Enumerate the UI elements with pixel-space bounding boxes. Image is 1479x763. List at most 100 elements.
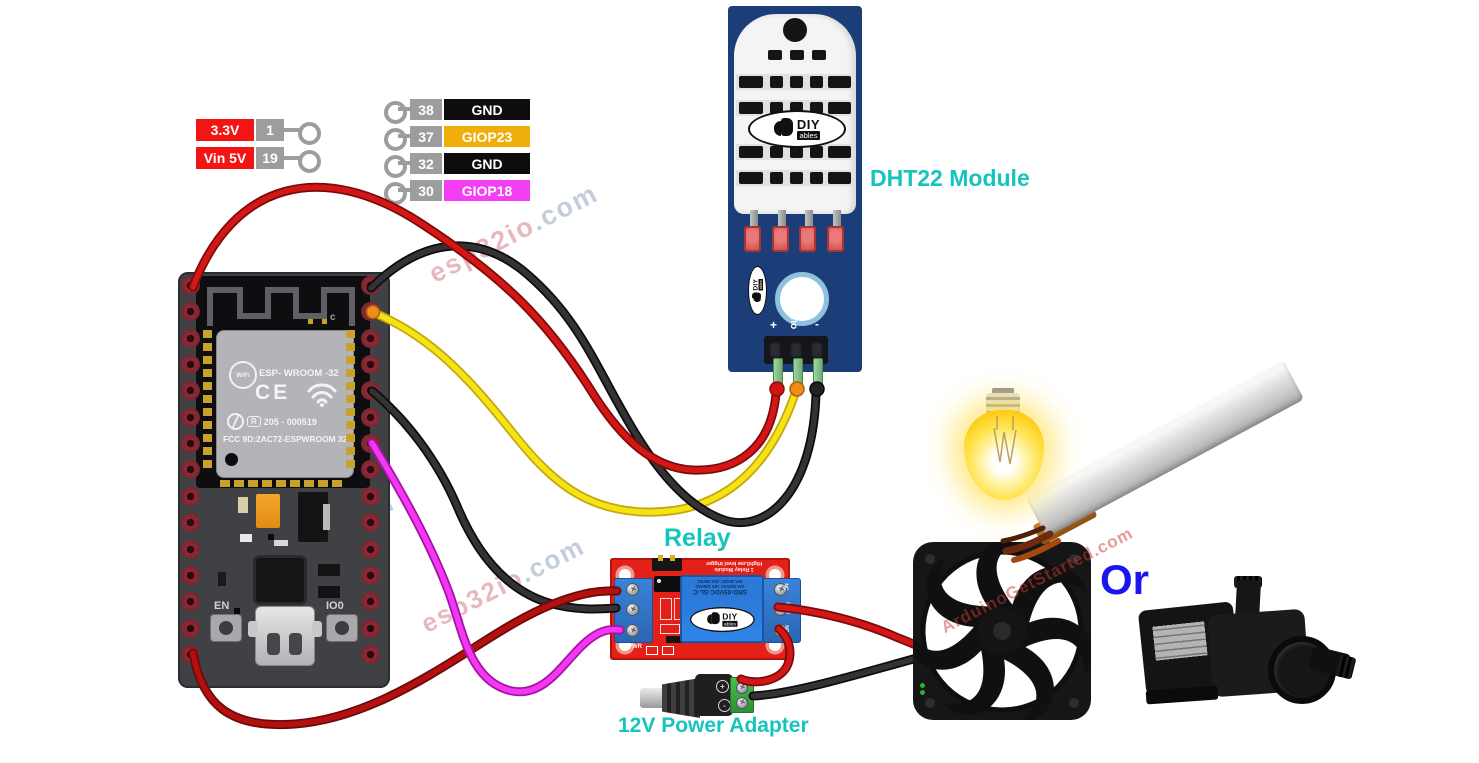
dht-pin-minus — [813, 358, 823, 392]
vent-slot — [810, 172, 823, 184]
esp32-board: c WiFi ESP- WROOM -32 CE R 205 - 000519 … — [178, 272, 390, 688]
cooling-fan — [913, 542, 1091, 720]
pin-hole — [361, 618, 380, 638]
barrel-tip — [640, 688, 666, 708]
sensor-mount-hole — [783, 18, 807, 42]
pin-hole — [361, 539, 380, 559]
dht-pin-out — [793, 358, 803, 392]
pin-number-37: 37 — [410, 126, 442, 147]
relay-board: ++++++ SRD-05VDC-SL-C 10A 250VAC 10A 125… — [610, 555, 801, 660]
solder-pad — [290, 480, 300, 487]
passive — [238, 497, 248, 513]
terminal-screw: + — [626, 602, 639, 616]
vent-slot — [828, 172, 851, 184]
pin-hole — [361, 328, 380, 348]
relay-label: Relay — [664, 524, 731, 552]
vent-slot — [770, 76, 783, 88]
pin-label-giop18: GIOP18 — [444, 180, 530, 201]
relay-cube: SRD-05VDC-SL-C 10A 250VAC 10A 125VAC 10A… — [680, 575, 764, 643]
solder-pad — [248, 480, 258, 487]
vent-slot — [739, 146, 763, 158]
watermark-esp32io-3: esp32io.com — [416, 530, 590, 639]
pin-hole — [361, 302, 380, 322]
vent-slot — [828, 102, 851, 114]
terminal-screw: + — [626, 623, 639, 637]
vent-slot — [739, 76, 763, 88]
pin-hole — [181, 565, 200, 585]
dht-out-label: out — [788, 313, 800, 330]
legend-stub — [284, 128, 302, 132]
power-adapter-label: 12V Power Adapter — [618, 714, 809, 737]
sensor-leg — [777, 210, 786, 230]
wire-black-gnd32 — [367, 386, 621, 614]
bulb-base-tip — [992, 388, 1014, 395]
pin-hole — [361, 460, 380, 480]
optocoupler-chip — [654, 576, 686, 592]
vent-slot — [770, 172, 783, 184]
terminal-label-nc: NC — [782, 583, 789, 591]
vent-slot — [768, 50, 782, 60]
legend-pin-dot — [298, 150, 321, 173]
leg-socket — [826, 226, 844, 252]
pin-hole — [181, 302, 200, 322]
sensor-leg — [805, 210, 813, 230]
capacitor — [256, 494, 280, 528]
terminal-label-com: COM — [783, 602, 790, 614]
terminal-screw: + — [626, 582, 639, 596]
pin-hole — [361, 407, 380, 427]
sensor-legs — [728, 6, 862, 286]
led-footprint — [662, 646, 674, 655]
fan-graphic — [913, 542, 1091, 720]
passive — [268, 534, 274, 540]
component-footprint — [660, 624, 680, 634]
vent-slot — [810, 146, 823, 158]
legend-pin-dot — [298, 122, 321, 145]
pin-label-gnd-38: GND — [444, 99, 530, 120]
fan-led — [920, 683, 925, 688]
pin-hole — [181, 276, 200, 295]
leg-socket — [771, 226, 789, 252]
component-footprint — [660, 598, 672, 620]
pin-label-gnd-32: GND — [444, 153, 530, 174]
pwr-led-label: PWR — [628, 644, 642, 650]
pin-hole — [181, 644, 200, 664]
power-adapter-jack: + - + + — [640, 672, 758, 720]
screw-terminal-block: + + — [730, 677, 754, 713]
diode — [666, 636, 682, 643]
pin-hole — [181, 434, 200, 454]
pin-hole — [361, 276, 380, 295]
solder-pad — [332, 480, 342, 487]
terminal-label-no: NO — [782, 625, 789, 633]
pump-label-sticker — [1147, 616, 1213, 666]
pin-hole — [181, 381, 200, 401]
fan-led — [920, 690, 925, 695]
dht22-label: DHT22 Module — [870, 165, 1030, 191]
vent-slot — [790, 172, 803, 184]
heating-element — [1025, 358, 1305, 538]
pin-label-giop23: GIOP23 — [444, 126, 530, 147]
esp32-left-pin-legend: 3.3V 1 Vin 5V 19 — [196, 119, 336, 179]
pin-hole — [361, 486, 380, 506]
pin-hole — [361, 381, 380, 401]
vent-slot — [828, 146, 851, 158]
pin-hole — [361, 513, 380, 533]
leg-socket — [799, 226, 816, 252]
esp32-right-pin-legend: 38 GND 37 GIOP23 32 GND 30 GIOP18 — [384, 99, 544, 209]
legend-stub — [284, 156, 302, 160]
plus-symbol: + — [716, 680, 729, 693]
pin-number-38: 38 — [410, 99, 442, 120]
or-label: Or — [1100, 556, 1150, 603]
vent-slot — [739, 172, 763, 184]
sensor-leg — [832, 210, 841, 230]
trigger-jumper — [652, 555, 682, 571]
pin-hole — [181, 328, 200, 348]
pin-hole — [181, 407, 200, 427]
pin-hole — [361, 434, 380, 454]
passive — [240, 534, 252, 542]
pin-hole — [181, 513, 200, 533]
wire-magenta-giop18 — [367, 438, 625, 697]
